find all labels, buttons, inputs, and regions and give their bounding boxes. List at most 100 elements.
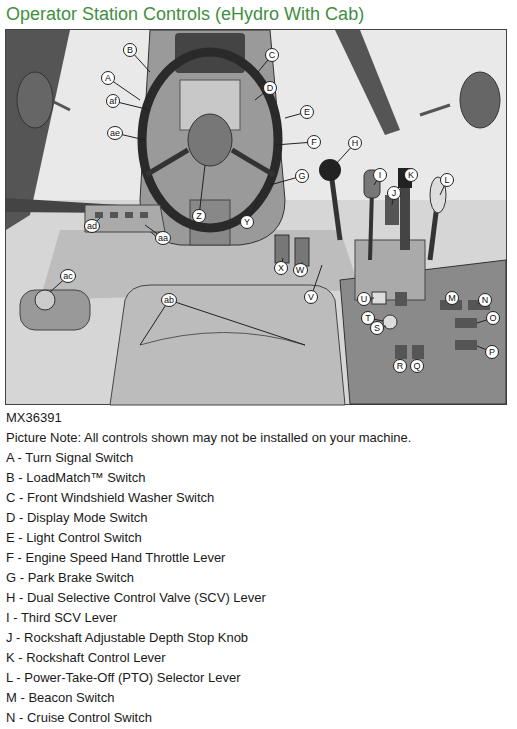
callout-letter: R [393,359,407,373]
callout-bubble: A [101,71,115,85]
control-list-item: N - Cruise Control Switch [6,710,152,726]
switch [412,345,424,359]
control-list-item: L - Power-Take-Off (PTO) Selector Lever [6,670,241,686]
callout-outline [162,294,177,307]
callout-letter: O [486,311,500,325]
switch [140,212,148,218]
callout-bubble: ac [60,269,76,283]
callout-bubble: H [348,136,362,150]
callout-bubble: C [265,48,279,62]
callout-outline [362,312,375,325]
control-list-item: F - Engine Speed Hand Throttle Lever [6,550,225,566]
control-list-item: J - Rockshaft Adjustable Depth Stop Knob [6,630,248,646]
wheel-spoke [232,150,274,175]
callout-bubble: F [307,135,321,149]
callout-bubble: af [106,94,120,108]
callout-outline [107,95,120,108]
callout-outline [124,44,137,57]
callout-outline [358,293,371,306]
figure-number: MX36391 [6,410,62,426]
callout-letter: Z [192,209,206,223]
picture-note: Picture Note: All controls shown may not… [6,430,411,446]
operator-seat [110,285,345,405]
callout-letter: ae [107,126,123,140]
callout-outline [193,210,206,223]
scv-lever [332,180,340,240]
callout-bubble: L [440,173,454,187]
callout-bubble: aa [155,231,171,245]
mirror-arm [420,105,450,115]
callout-letter: P [485,345,499,359]
callout-bubble: ab [161,293,177,307]
callout-bubble: Q [410,359,424,373]
leader-line [169,300,305,345]
callout-bubble: O [486,311,500,325]
switch [455,340,477,350]
leader-line [140,300,169,345]
lever-shaft [370,190,372,260]
callout-outline [446,292,459,305]
callout-outline [266,49,279,62]
callout-outline [275,262,288,275]
callout-bubble: S [370,321,384,335]
callout-outline [371,322,384,335]
control-list-item: D - Display Mode Switch [6,510,148,526]
callout-outline [301,106,314,119]
switch-panel [85,205,165,232]
callout-letter: E [300,105,314,119]
switch [395,345,407,359]
callout-outline [441,174,454,187]
callout-letter: F [307,135,321,149]
callout-letter: C [265,48,279,62]
pto-lever [430,205,437,260]
callout-bubble: ae [107,126,123,140]
callout-outline [388,187,401,200]
callout-letter: S [370,321,384,335]
callout-bubble: B [123,43,137,57]
callout-outline [308,136,321,149]
lever-plate [355,240,425,300]
callout-outline [156,232,171,245]
callout-letter: X [274,261,288,275]
callout-outline [108,127,123,140]
switch [95,212,103,218]
callout-bubble: W [293,263,308,277]
armrest-knob [35,290,55,310]
callout-bubble: K [404,168,418,182]
control-list-item: K - Rockshaft Control Lever [6,650,166,666]
callout-outline [487,312,500,325]
pedal [295,238,309,266]
seat-seam [140,333,305,346]
left-mirror [17,72,53,128]
callout-bubble: D [263,81,277,95]
callout-letter: Y [240,215,254,229]
callout-letter: L [440,173,454,187]
callout-letter: H [348,136,362,150]
control-list-item: G - Park Brake Switch [6,570,134,586]
callout-outline [85,220,100,233]
control-list-item: C - Front Windshield Washer Switch [6,490,214,506]
rockshaft-lever [400,180,410,250]
control-list-item: A - Turn Signal Switch [6,450,133,466]
callout-bubble: G [295,169,309,183]
callout-bubble: Y [240,215,254,229]
callout-bubble: Z [192,209,206,223]
pedal [275,235,289,263]
callout-bubble: N [478,293,492,307]
callout-bubble: I [373,168,387,182]
callout-bubble: J [387,186,401,200]
callout-letter: Q [410,359,424,373]
callout-outline [241,216,254,229]
wheel-hub [188,114,232,166]
wheel-spoke [146,150,188,175]
callout-outline [305,291,318,304]
callout-letter: ad [84,219,100,233]
page-title: Operator Station Controls (eHydro With C… [6,3,364,25]
callout-outline [102,72,115,85]
callout-bubble: P [485,345,499,359]
callout-outline [405,169,418,182]
callout-bubble: V [304,290,318,304]
switch [110,212,118,218]
control-list-item: E - Light Control Switch [6,530,142,546]
